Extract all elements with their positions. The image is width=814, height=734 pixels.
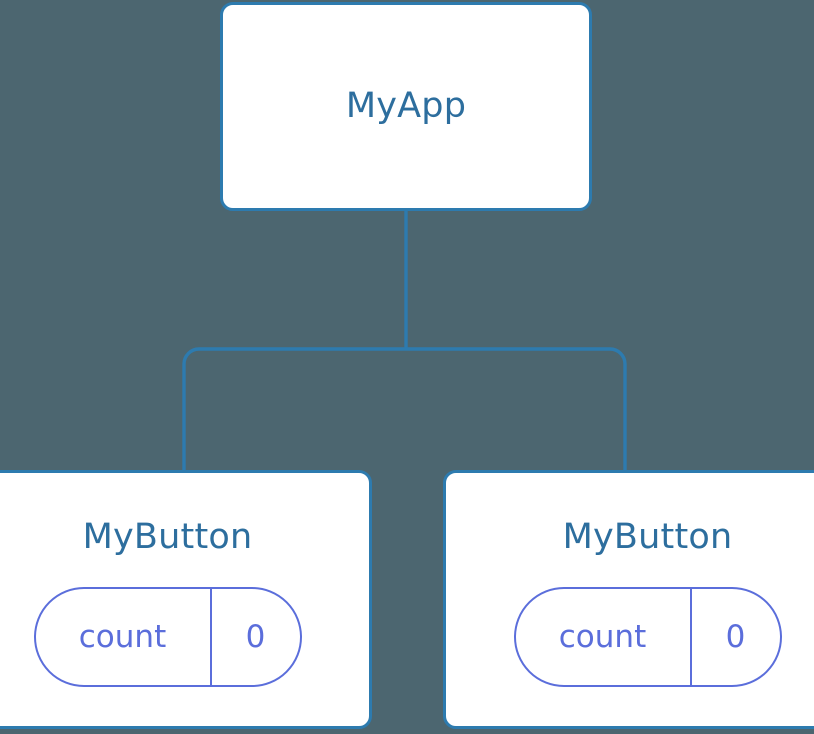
edge-myapp-to-mybutton-2 <box>406 347 627 472</box>
state-key: count <box>516 589 692 685</box>
component-node-label: MyApp <box>345 86 467 126</box>
component-node-label: MyButton <box>82 517 253 557</box>
state-key: count <box>36 589 212 685</box>
state-pill[interactable]: count 0 <box>33 587 302 687</box>
state-value: 0 <box>725 618 746 655</box>
state-value: 0 <box>245 618 266 655</box>
component-node-myapp[interactable]: MyApp <box>220 2 592 211</box>
component-node-mybutton-1[interactable]: MyButton count 0 <box>0 470 372 729</box>
component-node-mybutton-2[interactable]: MyButton count 0 <box>443 470 814 729</box>
component-node-label: MyButton <box>562 517 733 557</box>
edge-myapp-to-mybutton-1 <box>182 209 408 472</box>
state-pill[interactable]: count 0 <box>513 587 782 687</box>
